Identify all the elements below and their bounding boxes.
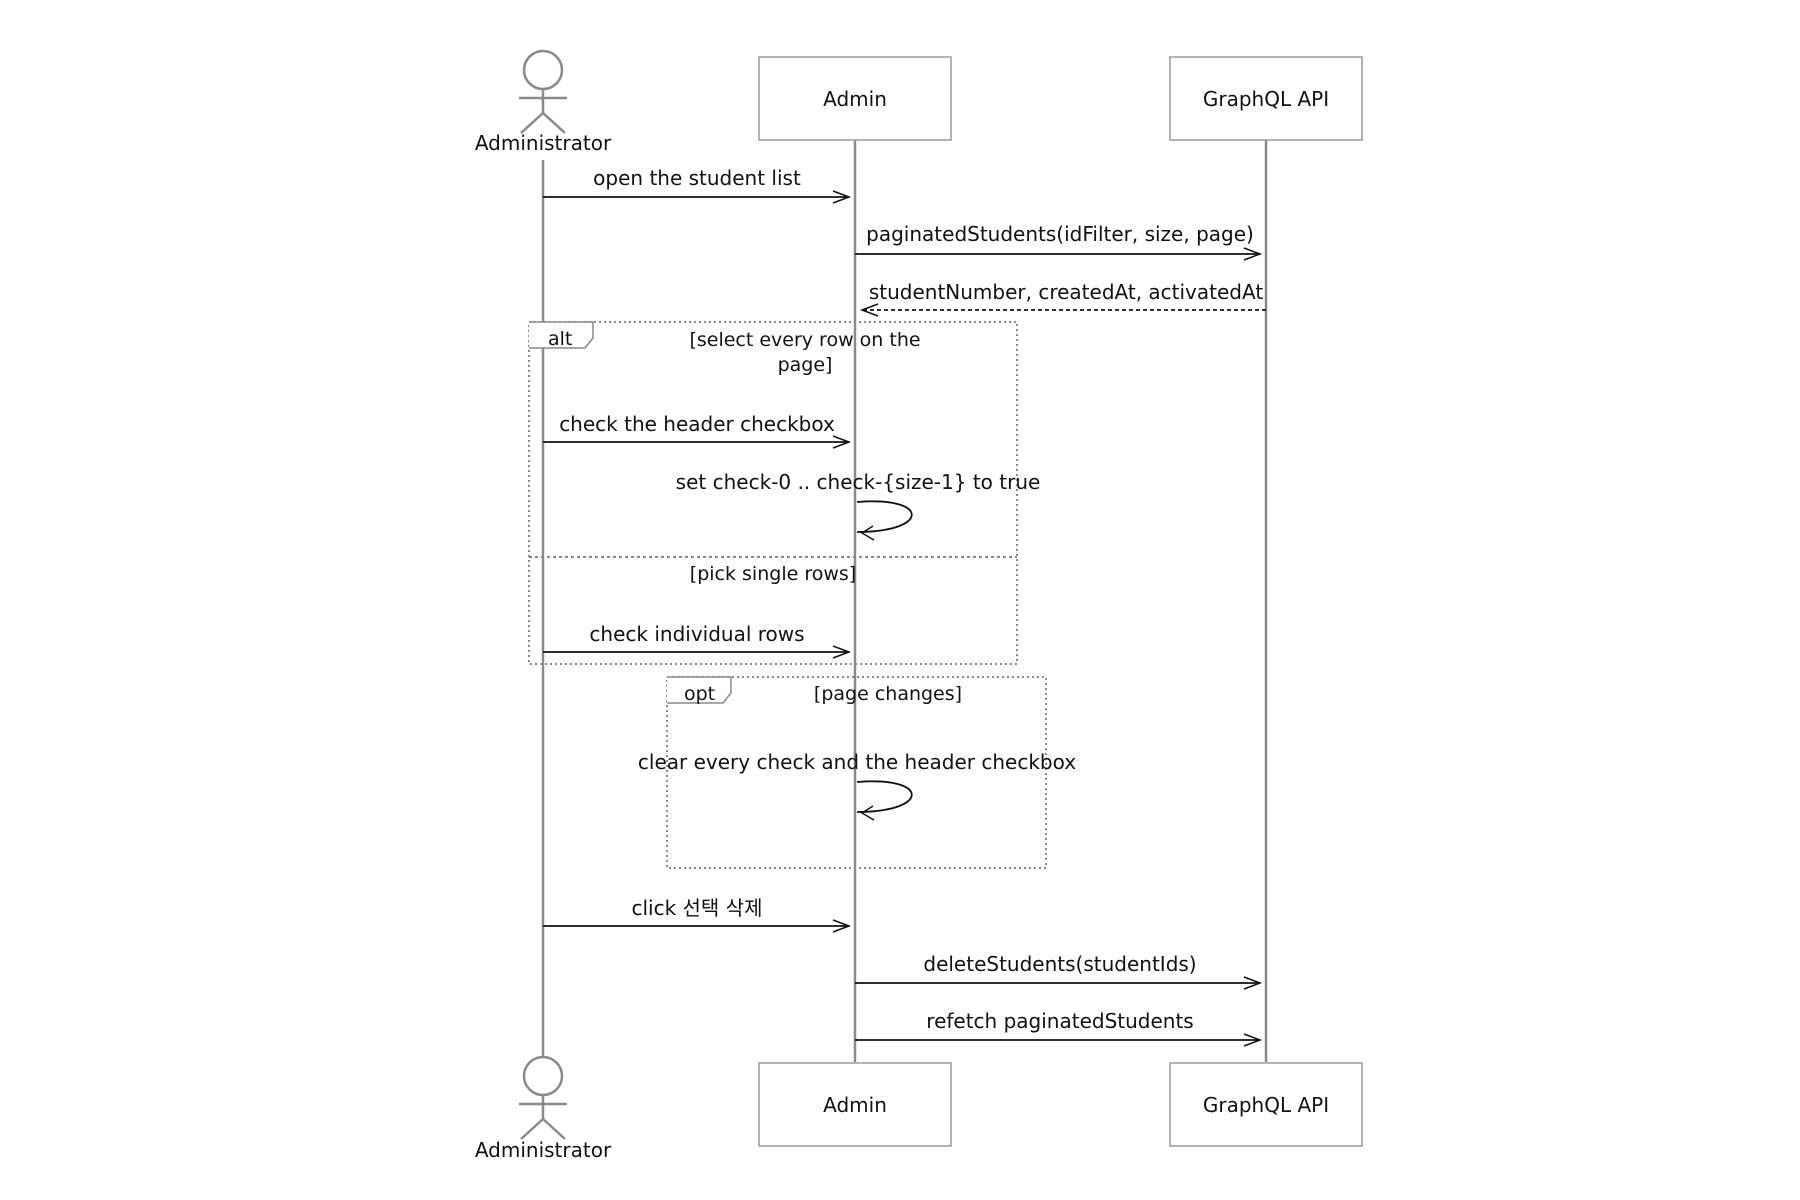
- alt-guard-line2: page]: [778, 354, 833, 376]
- message-set-checks-true: set check-0 .. check-{size-1} to true: [676, 470, 1041, 541]
- message-check-individual-rows: check individual rows: [543, 622, 852, 659]
- message-label: click 선택 삭제: [631, 896, 762, 920]
- actor-head-icon: [522, 1055, 564, 1097]
- actor-head-icon: [522, 49, 564, 91]
- message-label: paginatedStudents(idFilter, size, page): [866, 222, 1254, 246]
- actor-administrator-top: Administrator: [475, 49, 612, 155]
- message-label: check the header checkbox: [559, 412, 835, 436]
- alt-guard-line1: [select every row on the: [689, 329, 920, 351]
- message-label: deleteStudents(studentIds): [923, 952, 1196, 976]
- alt-frame-tag: alt: [548, 328, 572, 350]
- actor-administrator-bottom: Administrator: [475, 1055, 612, 1162]
- message-student-fields-reply: studentNumber, createdAt, activatedAt: [859, 280, 1266, 317]
- actor-label: Administrator: [475, 131, 612, 155]
- participant-graphql-top: GraphQL API: [1169, 56, 1363, 141]
- opt-frame-tag: opt: [684, 683, 715, 705]
- message-label: open the student list: [593, 166, 801, 190]
- message-click-delete-selected: click 선택 삭제: [543, 896, 852, 933]
- message-check-header-checkbox: check the header checkbox: [543, 412, 852, 449]
- message-label: studentNumber, createdAt, activatedAt: [869, 280, 1263, 304]
- message-refetch-paginated-students: refetch paginatedStudents: [855, 1009, 1263, 1047]
- opt-frame: opt [page changes]: [666, 676, 1047, 869]
- alt-else-guard: [pick single rows]: [690, 563, 856, 585]
- message-label: clear every check and the header checkbo…: [638, 750, 1076, 774]
- actor-label: Administrator: [475, 1138, 612, 1162]
- participant-label: Admin: [823, 87, 887, 111]
- participant-admin-top: Admin: [758, 56, 952, 141]
- participant-label: GraphQL API: [1203, 1093, 1329, 1117]
- participant-label: Admin: [823, 1093, 887, 1117]
- alt-frame: alt [select every row on the page] [pick…: [528, 321, 1018, 665]
- message-open-student-list: open the student list: [543, 166, 852, 204]
- opt-guard: [page changes]: [814, 683, 962, 705]
- participant-admin-bottom: Admin: [758, 1062, 952, 1147]
- message-clear-checks: clear every check and the header checkbo…: [638, 750, 1076, 821]
- message-label: check individual rows: [589, 622, 804, 646]
- participant-graphql-bottom: GraphQL API: [1169, 1062, 1363, 1147]
- message-label: set check-0 .. check-{size-1} to true: [676, 470, 1041, 494]
- message-paginated-students: paginatedStudents(idFilter, size, page): [855, 222, 1263, 261]
- message-label: refetch paginatedStudents: [926, 1009, 1193, 1033]
- participant-label: GraphQL API: [1203, 87, 1329, 111]
- message-delete-students: deleteStudents(studentIds): [855, 952, 1263, 990]
